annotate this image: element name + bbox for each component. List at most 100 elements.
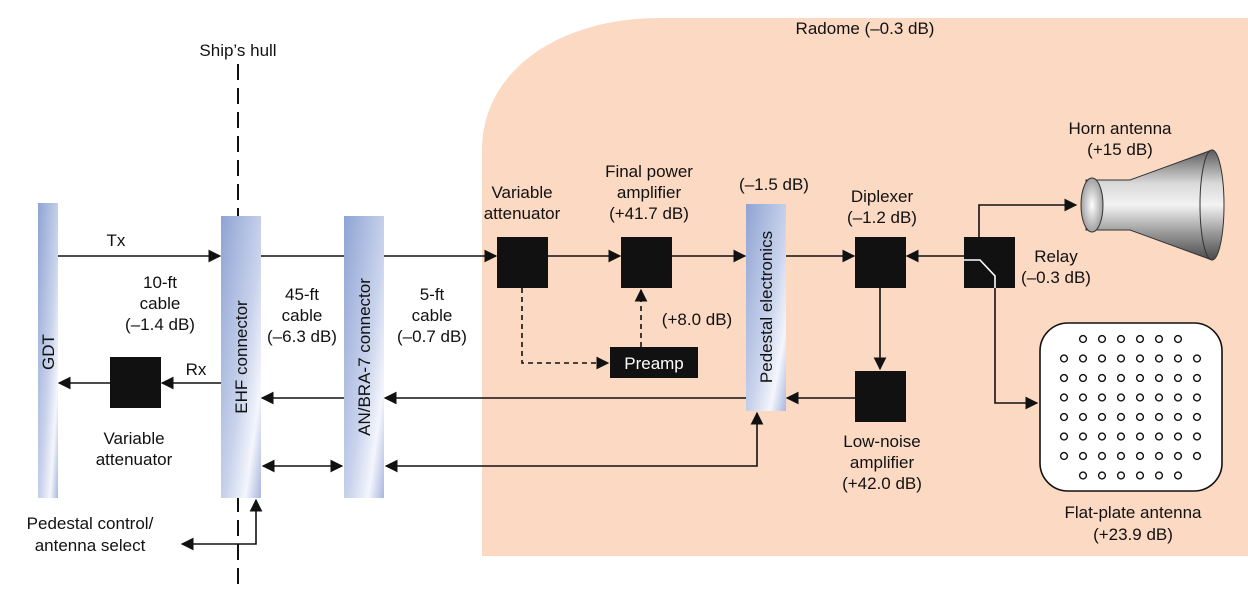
antenna-element: [1116, 373, 1126, 383]
antenna-element: [1078, 451, 1088, 461]
antenna-element: [1135, 432, 1145, 441]
antenna-element: [1154, 451, 1164, 461]
pedestal-electronics-bar: [746, 204, 786, 411]
variable-attenuator-rx-label-2: attenuator: [96, 450, 173, 469]
antenna-element: [1135, 354, 1145, 363]
radome-label: Radome (–0.3 dB): [796, 19, 935, 38]
antenna-element: [1192, 432, 1202, 441]
preamp-label: Preamp: [624, 354, 684, 373]
antenna-element: [1173, 471, 1183, 480]
anbra-pedestal-control-arrow: [384, 411, 764, 473]
antenna-element: [1059, 354, 1069, 363]
relay-block: [964, 237, 1015, 288]
variable-attenuator-tx-block: [497, 237, 548, 288]
antenna-element: [1173, 432, 1183, 441]
antenna-element: [1154, 471, 1164, 480]
antenna-element: [1192, 373, 1202, 383]
antenna-element: [1097, 393, 1107, 402]
antenna-element: [1059, 432, 1069, 441]
relay-label: Relay: [1034, 247, 1078, 266]
antenna-element: [1097, 432, 1107, 441]
tx-label: Tx: [107, 231, 126, 250]
variable-attenuator-rx-block: [110, 357, 161, 408]
antenna-element: [1059, 412, 1069, 422]
antenna-element: [1173, 412, 1183, 422]
ships-hull-label: Ship’s hull: [199, 41, 276, 60]
flat-plate-antenna-label: Flat-plate antenna: [1064, 503, 1202, 522]
antenna-element: [1116, 354, 1126, 363]
antenna-element: [1059, 393, 1069, 402]
low-noise-amplifier-label-2: amplifier: [850, 453, 915, 472]
antenna-element: [1154, 354, 1164, 363]
variable-attenuator-rx-label: Variable: [103, 429, 164, 448]
antenna-element: [1078, 373, 1088, 383]
antenna-element: [1116, 432, 1126, 441]
antenna-element: [1135, 412, 1145, 422]
preamp-block: [610, 347, 698, 378]
antenna-element: [1116, 412, 1126, 422]
pedestal-control-label: Pedestal control/: [27, 514, 154, 533]
attenuator-to-preamp-dashed-arrow: [521, 288, 610, 370]
horn-antenna-gain: (+15 dB): [1087, 140, 1153, 159]
relay-switch-icon: [964, 259, 996, 288]
antenna-element: [1059, 373, 1069, 383]
preamp-gain-label: (+8.0 dB): [662, 310, 732, 329]
cable-5ft-label: 5-ft: [420, 285, 445, 304]
cable-45ft-loss: (–6.3 dB): [267, 327, 337, 346]
antenna-element: [1173, 393, 1183, 402]
variable-attenuator-tx-label: Variable: [491, 183, 552, 202]
antenna-element: [1154, 334, 1164, 344]
gdt-bar: [38, 203, 58, 498]
low-noise-amplifier-block: [855, 371, 906, 422]
antenna-element: [1059, 451, 1069, 461]
antenna-element: [1192, 354, 1202, 363]
ehf-connector-label: EHF connector: [232, 300, 251, 414]
antenna-element: [1078, 393, 1088, 402]
antenna-element: [1078, 334, 1088, 344]
antenna-element: [1097, 412, 1107, 422]
antenna-element: [1173, 373, 1183, 383]
antenna-element: [1078, 432, 1088, 441]
antenna-element: [1154, 412, 1164, 422]
antenna-element: [1192, 451, 1202, 461]
antenna-element: [1116, 451, 1126, 461]
cable-10ft-label: 10-ft: [143, 273, 177, 292]
anbra-connector-label: AN/BRA-7 connector: [355, 278, 374, 436]
final-power-amplifier-label: Final power: [605, 162, 693, 181]
relay-to-horn-arrow: [978, 198, 1078, 237]
antenna-element: [1097, 471, 1107, 480]
diplexer-block: [855, 237, 906, 288]
low-noise-amplifier-gain: (+42.0 dB): [842, 474, 922, 493]
final-power-amplifier-block: [621, 237, 672, 288]
antenna-element: [1135, 471, 1145, 480]
ehf-connector-bar: [221, 216, 261, 498]
antenna-element: [1078, 471, 1088, 480]
pedestal-loss-label: (–1.5 dB): [739, 175, 809, 194]
antenna-element: [1192, 412, 1202, 422]
pedestal-control-arrow: [180, 498, 263, 551]
anbra-connector-bar: [344, 216, 384, 498]
antenna-element: [1097, 334, 1107, 344]
cable-10ft-loss: (–1.4 dB): [125, 315, 195, 334]
cable-45ft-label: 45-ft: [285, 285, 319, 304]
pedestal-control-label-2: antenna select: [35, 536, 146, 555]
antenna-element: [1078, 354, 1088, 363]
antenna-element: [1097, 354, 1107, 363]
cable-5ft-loss: (–0.7 dB): [397, 327, 467, 346]
antenna-element: [1154, 393, 1164, 402]
antenna-element: [1135, 451, 1145, 461]
final-power-amplifier-gain: (+41.7 dB): [609, 204, 689, 223]
rx-label: Rx: [186, 360, 207, 379]
gdt-label: GDT: [39, 334, 58, 370]
low-noise-amplifier-label: Low-noise: [843, 432, 921, 451]
antenna-element: [1135, 373, 1145, 383]
antenna-element: [1154, 432, 1164, 441]
antenna-element: [1097, 451, 1107, 461]
antenna-element: [1078, 412, 1088, 422]
antenna-element: [1154, 373, 1164, 383]
cable-5ft-label-2: cable: [412, 306, 453, 325]
variable-attenuator-tx-label-2: attenuator: [484, 204, 561, 223]
diplexer-label: Diplexer: [851, 187, 914, 206]
pedestal-electronics-label: Pedestal electronics: [757, 231, 776, 383]
horn-antenna-label: Horn antenna: [1068, 119, 1172, 138]
